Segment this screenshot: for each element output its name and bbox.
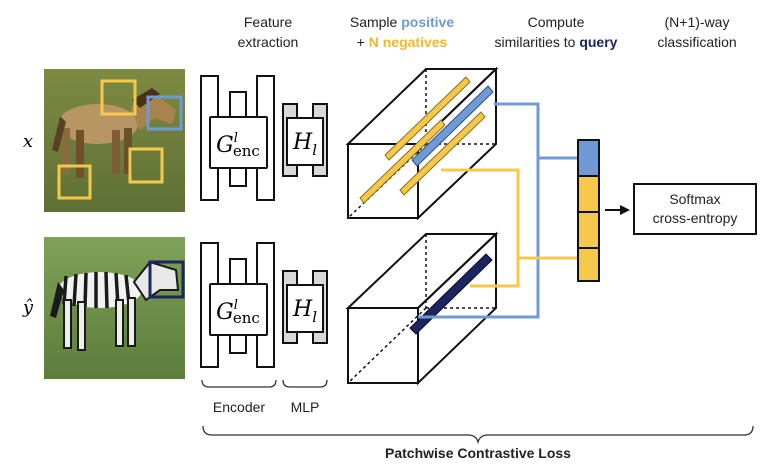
encoder-caption: Encoder [213,399,265,415]
header-feature-line1: Feature [244,14,292,30]
negative-link-line [441,168,520,288]
zebra-image [44,237,185,379]
logit-negative-3 [577,247,600,282]
mlp-caption: MLP [291,399,320,415]
header-classification-line2: classification [657,34,736,50]
encoder-bottom [200,242,275,368]
softmax-line2: cross-entropy [653,210,738,226]
encoder-bracket [201,379,277,388]
negative-patch-1 [100,79,137,116]
header-classification-line1: (N+1)-way [665,14,730,30]
header-sample-line2: + N negatives [357,34,448,50]
header-feature-extraction: Feature extraction [238,14,299,50]
mlp-bracket [282,379,328,388]
mlp-top-label: Hl [292,130,317,159]
classification-vector [577,139,600,282]
header-classification: (N+1)-way classification [657,14,736,50]
feature-cube-top [345,66,499,221]
negative-patch-3 [57,164,92,200]
mlp-bottom [282,270,328,344]
connections [418,102,578,319]
positive-patch [146,95,183,131]
footer-brackets [201,379,754,445]
header-sample: Sample positive + N negatives [350,14,454,50]
positive-feature [411,85,494,167]
negative-patch-2 [128,147,164,184]
patch-boxes [57,79,185,299]
feature-cube-bottom [345,231,499,386]
mlp-bottom-label: Hl [292,297,317,326]
logit-negative-1 [577,175,600,213]
positive-word: positive [401,14,454,30]
header-sample-line1: Sample positive [350,14,454,30]
query-word: query [579,34,617,50]
header-compute-line1: Compute [528,14,585,30]
query-feature [409,253,493,335]
input-y-label: ŷ [22,297,34,318]
softmax-line1: Softmax [669,191,720,207]
header-compute-line2: similarities to query [495,34,618,50]
encoder-top [200,75,275,201]
arrow-to-softmax [605,205,630,215]
logit-negative-2 [577,211,600,249]
negatives-word: N negatives [369,34,448,50]
header-feature-line2: extraction [238,34,299,50]
header-compute: Compute similarities to query [495,14,618,50]
loss-bracket [202,425,754,445]
logit-positive [577,139,600,177]
input-x-label: x [23,131,33,152]
query-link-line [418,102,540,319]
horse-image [44,69,185,212]
mlp-top [282,103,328,177]
loss-caption: Patchwise Contrastive Loss [385,445,571,461]
query-patch [148,260,185,299]
softmax-box: Softmax cross-entropy [633,183,757,235]
